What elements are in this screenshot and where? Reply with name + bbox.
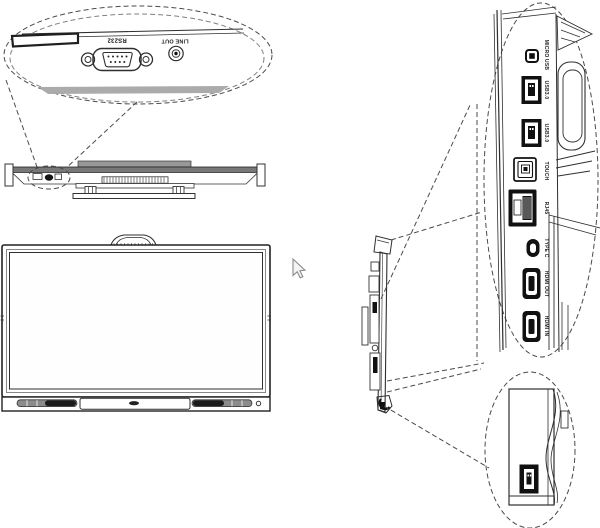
power-sensor	[255, 400, 262, 407]
left-speaker-grille	[16, 399, 78, 407]
line-out-jack-icon	[168, 45, 184, 62]
handle-recess	[557, 61, 586, 151]
source-region-ellipse	[27, 165, 71, 190]
bottom-connector-cluster	[32, 173, 62, 181]
port-label-micro-usb: MICRO USB	[543, 40, 549, 71]
callout-leader-line	[5, 79, 38, 168]
lower-structure	[548, 150, 600, 350]
callout-ellipse-inner	[9, 13, 265, 103]
hdmi-out-port-icon	[522, 268, 541, 299]
hdmi-in-port-icon	[522, 311, 541, 342]
vent-strip	[101, 176, 169, 184]
shading-band	[38, 86, 229, 94]
callout-leader-line	[383, 405, 490, 469]
callout-leader-line	[380, 102, 472, 300]
side-view	[361, 235, 393, 414]
usb-b-touch-port-icon	[513, 157, 537, 182]
port-label-hdmi-in: HDMI IN	[543, 316, 549, 337]
usb-a-port-icon	[519, 464, 539, 494]
line-out-label: LINE OUT	[161, 38, 189, 44]
ethernet-rj45-port-icon	[508, 189, 537, 227]
stand-bracket	[72, 183, 196, 199]
port-label-type-c: TYPE C	[543, 238, 549, 257]
pen-tray	[79, 397, 191, 410]
callout-ellipse	[483, 2, 599, 358]
front-view	[0, 234, 271, 412]
bottom-edge-view	[4, 160, 266, 199]
callout-leader-line	[390, 211, 483, 241]
callout-leader-line	[386, 362, 485, 382]
usb-c-port-icon	[526, 239, 540, 257]
rs232-label: RS232	[107, 36, 127, 42]
callout-ellipse	[484, 371, 576, 528]
screen	[9, 252, 263, 390]
rs232-port-icon	[80, 47, 154, 72]
mount-bracket	[361, 261, 381, 391]
port-label-hdmi-out: HDMI OUT	[543, 271, 549, 297]
port-label-touch: TOUCH	[543, 162, 549, 181]
port-label-usb3-2: USB3.0	[543, 124, 549, 143]
side-ports-magnified-view: MICRO USB USB3.0 USB3.0 TOUCH	[483, 2, 600, 358]
usb-a-port-icon	[521, 119, 542, 147]
top-corner-structure	[556, 15, 594, 51]
callout-leader-line	[386, 368, 482, 393]
callout-leader-line	[63, 101, 138, 171]
usb-a-port-icon	[521, 76, 542, 104]
right-speaker-grille	[191, 399, 253, 407]
mouse-cursor-icon	[292, 257, 307, 279]
callout-ellipse	[3, 5, 273, 105]
port-label-rj45: RJ45	[543, 202, 549, 215]
bottom-connector-magnified-view: RS232 LINE OUT	[3, 5, 273, 105]
port-label-usb3-1: USB3.0	[543, 81, 549, 100]
bottom-usb-magnified-view	[484, 371, 576, 528]
micro-usb-port-icon	[525, 49, 539, 63]
stand-plate-edge	[10, 32, 80, 48]
